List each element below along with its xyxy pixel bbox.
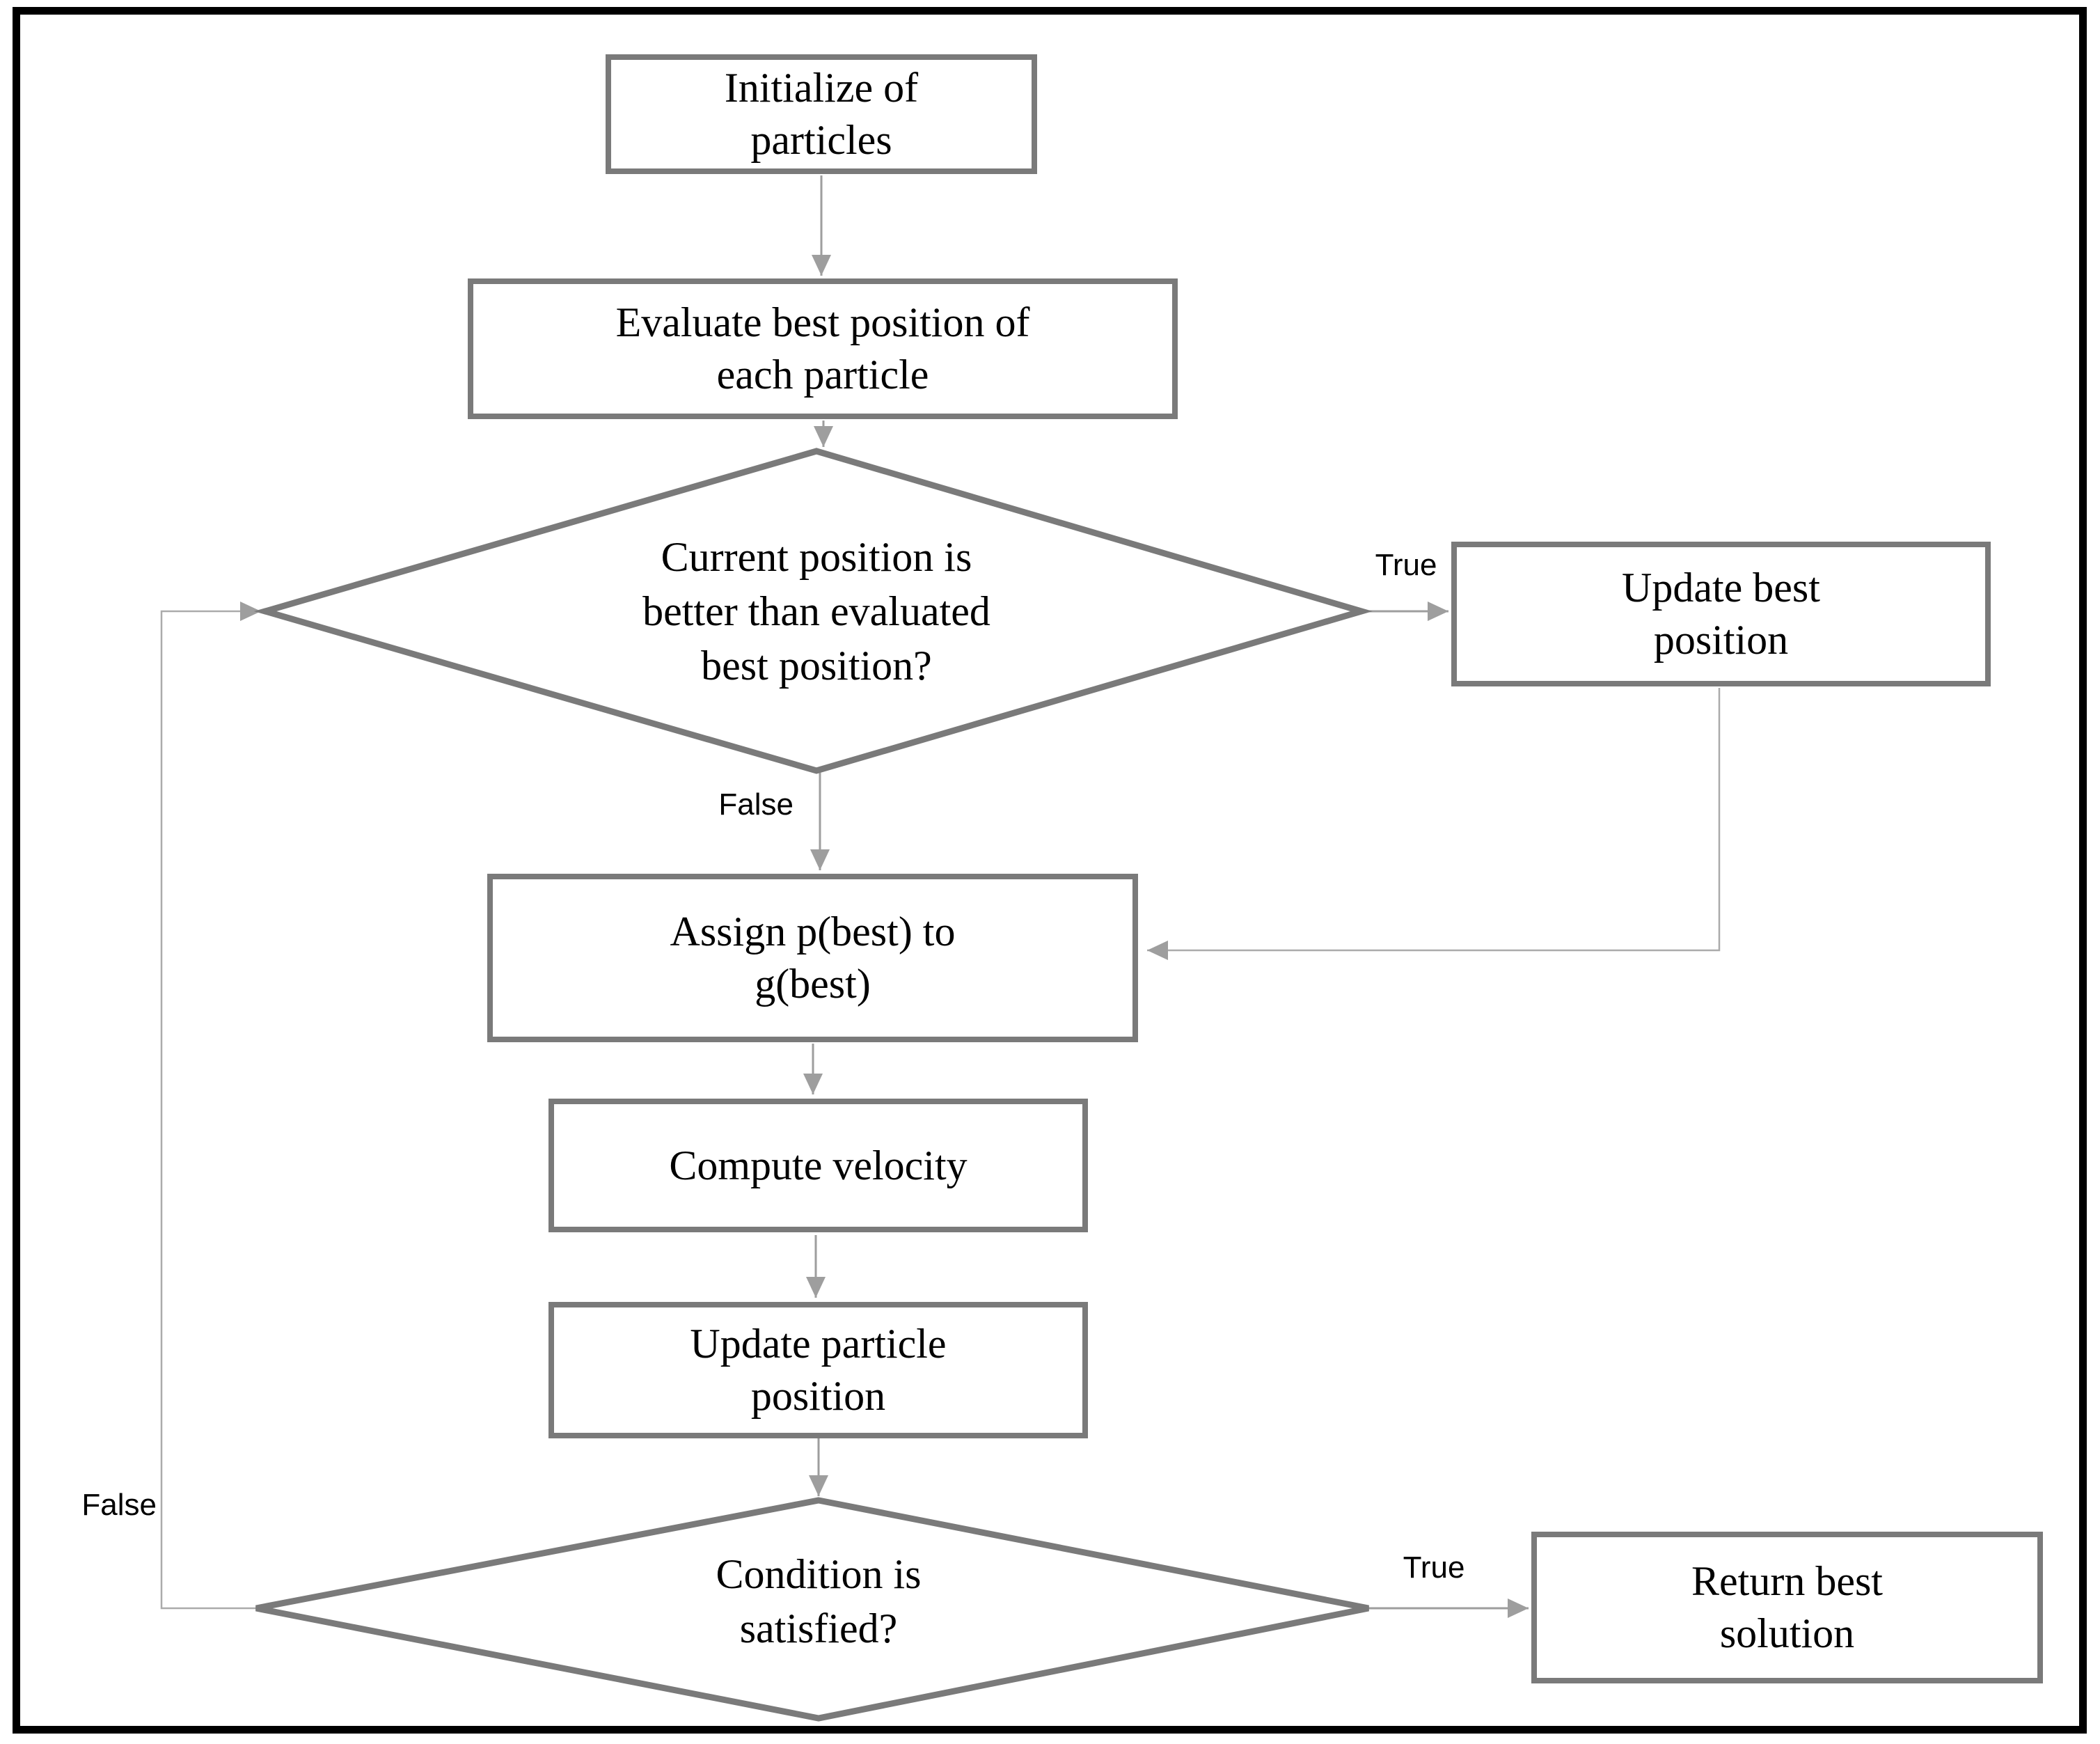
edge-label-false-decision1: False [718, 787, 794, 822]
node-assign-pbest-line1: Assign p(best) to [670, 909, 956, 955]
node-assign-pbest-line2: g(best) [755, 961, 871, 1007]
edge-label-true-decision2: True [1403, 1550, 1465, 1585]
node-initialize-line2: particles [750, 117, 892, 163]
node-evaluate-line2: each particle [716, 352, 929, 398]
decision2-line1: Condition is [716, 1551, 922, 1597]
node-initialize-line1: Initialize of [724, 65, 919, 111]
node-update-particle: Update particle position [548, 1302, 1088, 1438]
edge-label-false-decision2: False [81, 1488, 157, 1522]
figure-outer-border [13, 7, 2087, 1734]
node-return-best-line2: solution [1719, 1610, 1855, 1656]
decision2-line2: satisfied? [739, 1605, 898, 1651]
node-update-best-line1: Update best [1622, 565, 1820, 611]
node-decision-current-better-text: Current position is better than evaluate… [468, 530, 1165, 693]
node-compute-velocity-line1: Compute velocity [669, 1142, 968, 1188]
node-update-best: Update best position [1451, 542, 1991, 686]
edge-label-true-decision1: True [1375, 548, 1437, 582]
edge-decision2-false-loopback [160, 602, 261, 1610]
node-assign-pbest: Assign p(best) to g(best) [487, 874, 1138, 1042]
node-evaluate-line1: Evaluate best position of [615, 299, 1030, 345]
decision1-line1: Current position is [661, 534, 972, 580]
node-decision-condition-text: Condition is satisfied? [471, 1547, 1167, 1656]
node-evaluate: Evaluate best position of each particle [468, 278, 1178, 419]
node-decision-condition-shape [255, 1497, 1369, 1722]
edge-update-best-assign [1147, 688, 1721, 960]
node-initialize: Initialize of particles [606, 54, 1037, 174]
decision1-line2: better than evaluated [642, 588, 990, 634]
decision1-line3: best position? [701, 643, 932, 689]
node-compute-velocity: Compute velocity [548, 1099, 1088, 1232]
node-decision-current-better-shape [253, 448, 1373, 774]
node-update-particle-line1: Update particle [690, 1321, 947, 1367]
node-update-best-line2: position [1653, 617, 1789, 663]
node-return-best-line1: Return best [1691, 1558, 1883, 1604]
node-update-particle-line2: position [750, 1373, 886, 1419]
node-return-best: Return best solution [1531, 1532, 2043, 1683]
